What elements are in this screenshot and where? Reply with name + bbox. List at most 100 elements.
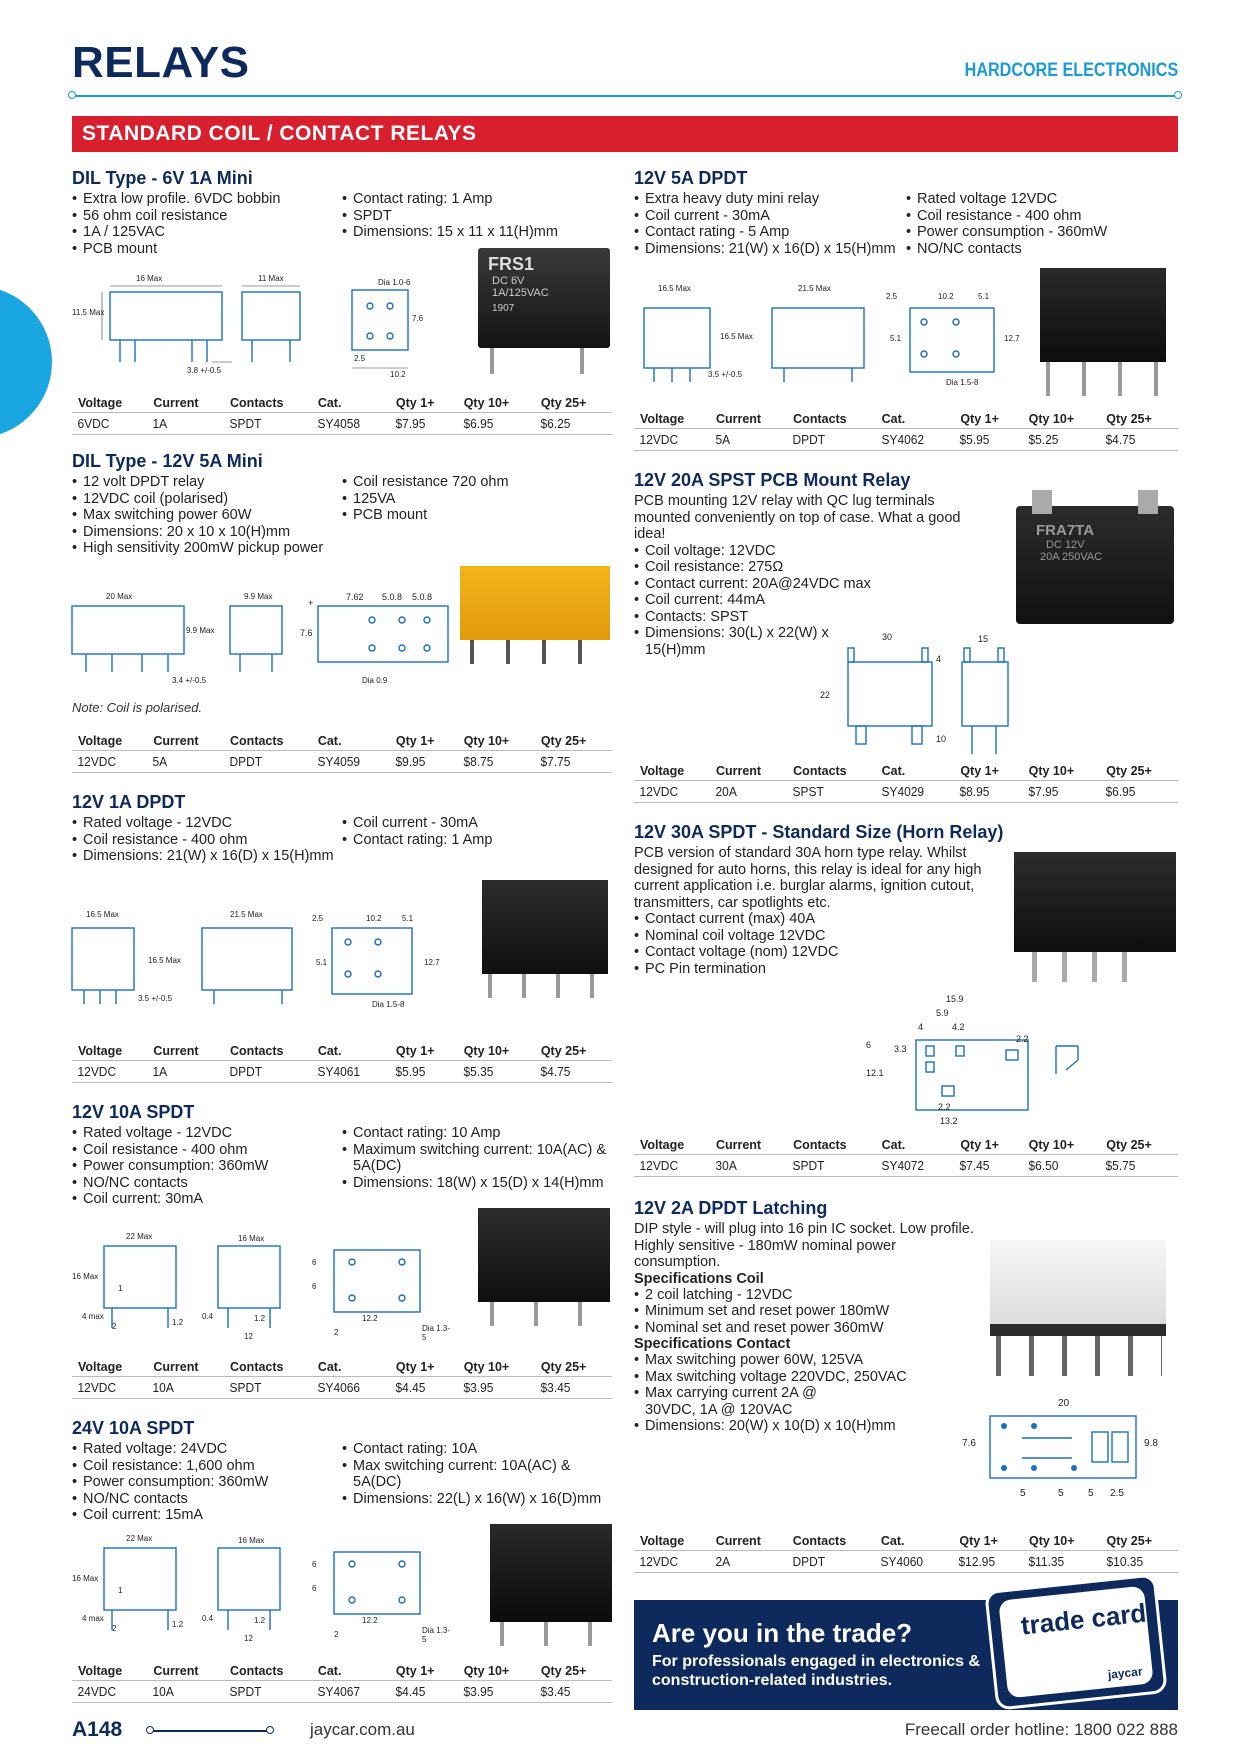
spec-item: Contact rating: 10 Amp	[342, 1125, 612, 1142]
table-cell: 1A	[147, 1060, 218, 1083]
spec-item: Contact current: 20A@24VDC max	[634, 576, 964, 593]
dim-label: 2.2	[1016, 1034, 1029, 1044]
jaycar-logo: jaycar	[1107, 1664, 1144, 1682]
product-12v-2a-latching: 12V 2A DPDT Latching DIP style - will pl…	[634, 1198, 974, 1435]
column-header: Current	[153, 1360, 199, 1374]
table-cell: $4.75	[534, 1060, 606, 1083]
table-cell: DPDT	[224, 750, 305, 773]
dim-label: 30	[882, 632, 893, 642]
table-cell: 12VDC	[634, 428, 704, 451]
dim-label: Dia 0.9	[362, 676, 388, 685]
spec-item: Max carrying current 2A @ 30VDC, 1A @ 12…	[634, 1385, 834, 1418]
column-header: Qty 25+	[1106, 764, 1152, 778]
table-cell: SPDT	[224, 412, 305, 435]
spec-item: Extra low profile. 6VDC bobbin	[72, 191, 342, 208]
dim-label: 9.9 Max	[186, 626, 215, 635]
column-header: Voltage	[640, 1138, 685, 1152]
dim-label: 21.5 Max	[798, 284, 831, 293]
footer-rule	[150, 1730, 270, 1732]
spec-list: Contact rating: 1 Amp SPDT Dimensions: 1…	[342, 191, 612, 257]
dim-label: Dia 1.3-5	[422, 1626, 451, 1644]
spec-list: Coil resistance 720 ohm 125VA PCB mount	[342, 474, 612, 557]
column-header: Voltage	[78, 1044, 123, 1058]
product-title: DIL Type - 12V 5A Mini	[72, 451, 263, 471]
column-header: Cat.	[317, 1360, 342, 1374]
table-cell: $7.95	[389, 412, 453, 435]
spec-item: Power consumption: 360mW	[72, 1474, 342, 1491]
brand-label: HARDCORE ELECTRONICS	[964, 60, 1178, 81]
relay-photo	[478, 1208, 610, 1302]
table-cell: SPST	[787, 780, 869, 803]
spec-item: Max switching power 60W, 125VA	[634, 1352, 974, 1369]
spec-list: 12 volt DPDT relay 12VDC coil (polarised…	[72, 474, 342, 557]
dim-label: 2.2	[938, 1102, 951, 1112]
pin	[490, 348, 494, 374]
spec-list: Rated voltage - 12VDC Coil resistance - …	[72, 815, 342, 865]
dim-label: 15	[978, 634, 989, 644]
table-cell: SY4066	[311, 1376, 384, 1399]
dim-label: 5.1	[978, 292, 990, 301]
column-header: Voltage	[78, 734, 123, 748]
photo-text: 1A/125VAC	[492, 287, 549, 299]
relay-pins	[1046, 362, 1158, 396]
table-cell: $4.75	[1100, 428, 1172, 451]
dim-label: 3.5 +/-0.5	[138, 994, 173, 1003]
dim-label: 7.6	[962, 1438, 976, 1449]
table-cell: 12VDC	[634, 1154, 704, 1177]
website-link[interactable]: jaycar.com.au	[310, 1720, 415, 1739]
spec-list: Rated voltage 12VDC Coil resistance - 40…	[906, 191, 1178, 257]
dim-label: Dia 1.0-6	[378, 278, 411, 287]
column-header: Qty 10+	[1028, 1138, 1075, 1152]
dimension-drawing: 15.9 5.9 4 4.2 6 3.3 2.2 12.1 2.2 13.2	[866, 990, 1116, 1126]
dim-label: 4	[918, 1022, 924, 1032]
spec-item: Rated voltage: 24VDC	[72, 1441, 342, 1458]
dim-label: 6	[312, 1258, 317, 1267]
spec-item: Coil current: 44mA	[634, 592, 964, 609]
dim-label: 5.1	[890, 334, 902, 343]
dim-label: 16 Max	[136, 274, 163, 283]
spec-item: 1A / 125VAC	[72, 224, 342, 241]
terminal-lug	[1032, 490, 1052, 514]
dim-label: 2	[334, 1630, 339, 1639]
column-header: Current	[715, 412, 762, 426]
rule-dot	[68, 91, 76, 99]
spec-list: Coil current - 30mA Contact rating: 1 Am…	[342, 815, 612, 865]
product-title: 24V 10A SPDT	[72, 1418, 195, 1438]
table-cell: DPDT	[786, 1550, 868, 1573]
table-cell: $8.75	[457, 750, 529, 773]
spec-item: PC Pin termination	[634, 961, 984, 978]
spec-item: Extra heavy duty mini relay	[634, 191, 906, 208]
dimension-drawing: 16.5 Max 21.5 Max 16.5 Max 3.5 +/-0.5 2.…	[71, 904, 452, 1009]
header-rule	[72, 95, 1178, 97]
relay-photo: FRS1 DC 6V 1A/125VAC 1907	[478, 248, 610, 348]
table-cell: 1A	[147, 412, 218, 435]
table-cell: 10A	[147, 1376, 218, 1399]
column-header: Qty 1+	[960, 764, 999, 778]
dim-label: 1.2	[254, 1314, 266, 1323]
table-cell: 12VDC	[72, 1376, 142, 1399]
table-cell: 30A	[709, 1154, 781, 1177]
table-cell: 12VDC	[72, 1060, 142, 1083]
spec-list: Extra heavy duty mini relay Coil current…	[634, 191, 906, 257]
photo-text: FRA7TA	[1036, 522, 1095, 539]
spec-list: Coil voltage: 12VDC Coil resistance: 275…	[634, 543, 964, 659]
column-header: Current	[153, 1664, 199, 1678]
product-title: 12V 5A DPDT	[634, 168, 748, 188]
trade-card-logo: trade card jaycar	[984, 1573, 1168, 1711]
dim-label: 1	[118, 1586, 123, 1595]
relay-photo	[990, 1240, 1166, 1324]
dim-label: 7.6	[300, 628, 313, 638]
page-title: RELAYS	[72, 38, 250, 87]
spec-item: Max switching voltage 220VDC, 250VAC	[634, 1369, 974, 1386]
spec-item: Coil resistance: 275Ω	[634, 559, 964, 576]
table-cell: 12VDC	[72, 750, 142, 773]
terminal-lug	[1138, 490, 1158, 514]
column-header: Qty 10+	[1029, 1534, 1075, 1548]
dim-label: 12.2	[362, 1616, 378, 1625]
